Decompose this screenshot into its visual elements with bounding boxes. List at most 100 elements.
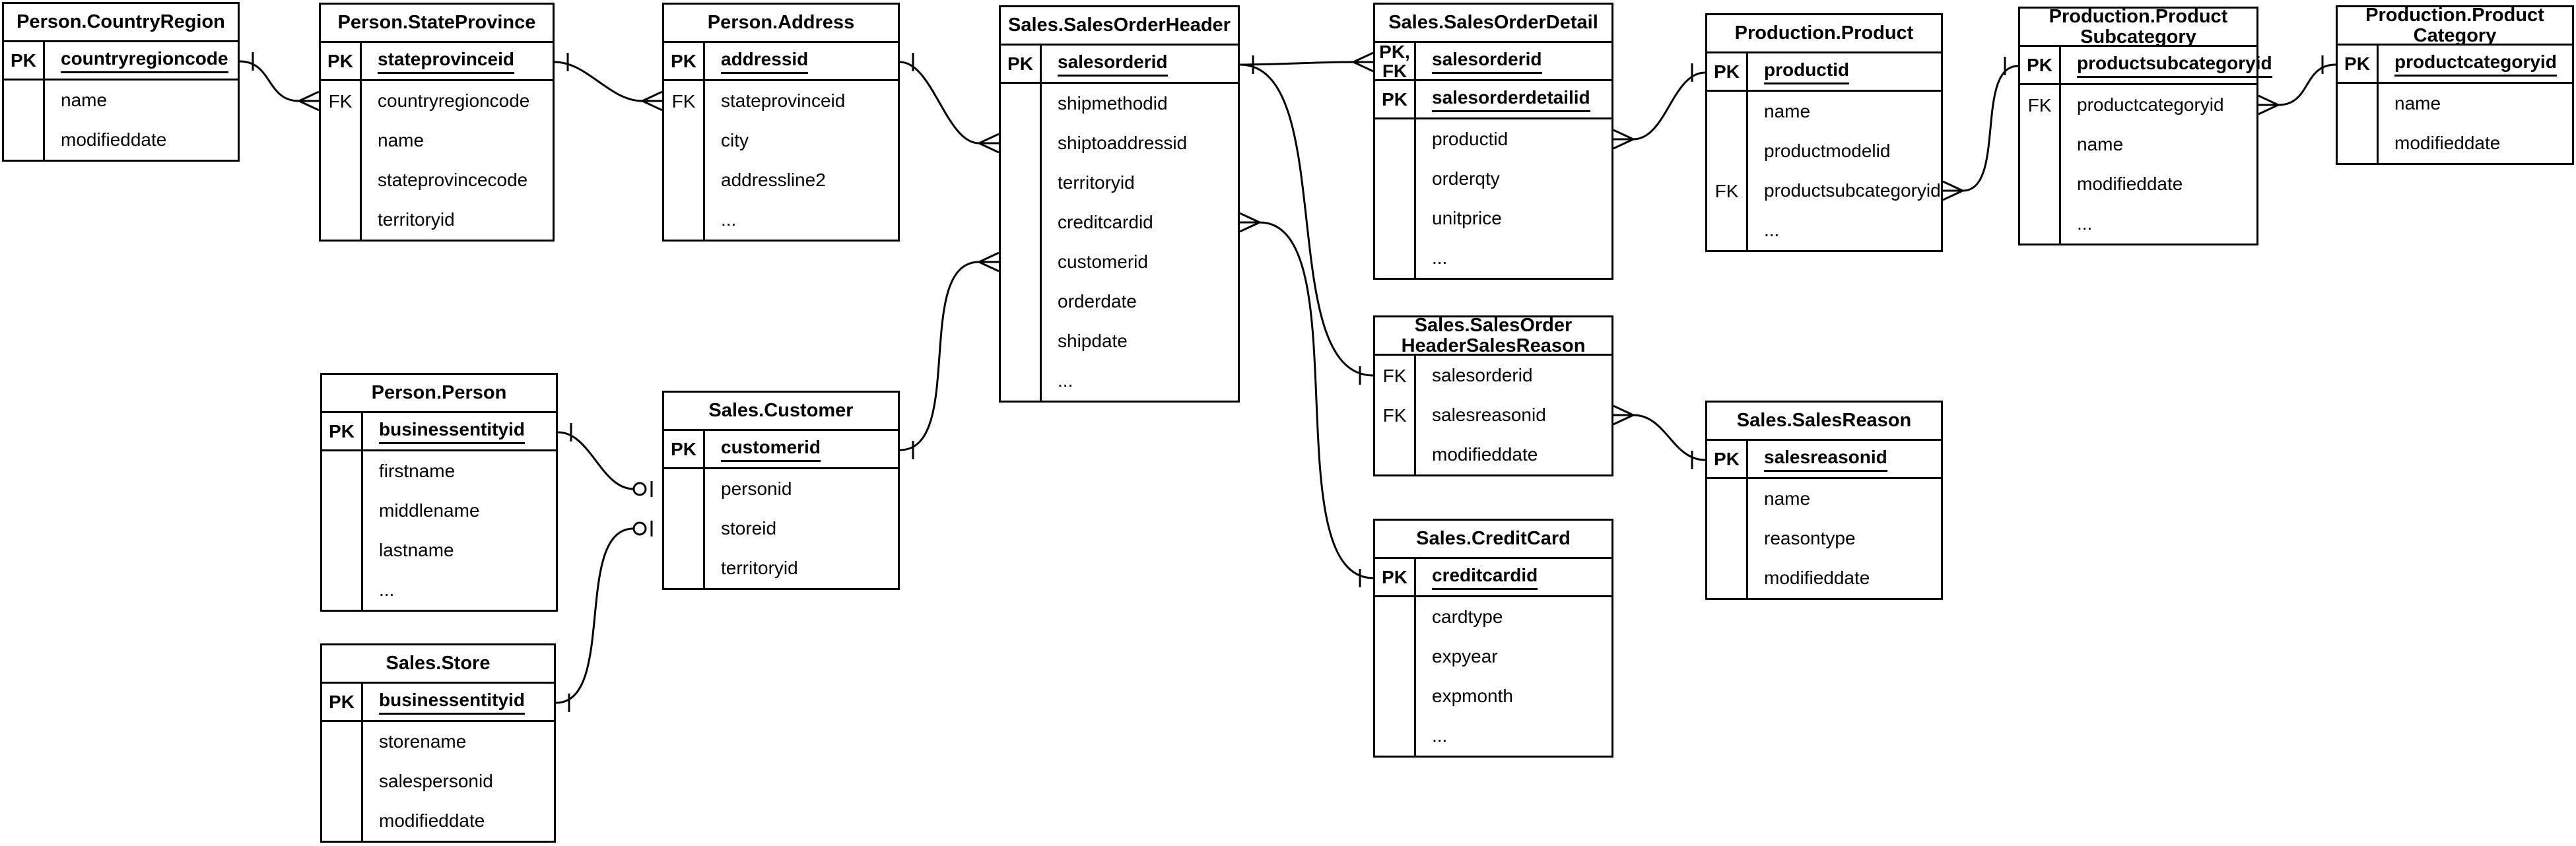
table-row: modifieddate bbox=[2338, 123, 2572, 163]
table-row: creditcardid bbox=[1001, 203, 1238, 242]
key-cell-empty bbox=[1375, 159, 1416, 199]
pk-badge: PK bbox=[1707, 441, 1748, 477]
table-row: PK salesreasonid bbox=[1707, 441, 1941, 479]
field-label: orderqty bbox=[1432, 168, 1500, 189]
field-label: modifieddate bbox=[2077, 174, 2183, 194]
field-label: storename bbox=[379, 731, 467, 752]
field-label: productmodelid bbox=[1764, 141, 1891, 161]
field-middlename: middlename bbox=[363, 491, 556, 531]
field-label: salesreasonid bbox=[1432, 405, 1546, 425]
field-name: name bbox=[2379, 84, 2572, 123]
field-firstname: firstname bbox=[363, 451, 556, 491]
field-label: salesreasonid bbox=[1764, 447, 1887, 472]
fk-badge: FK bbox=[1375, 395, 1416, 435]
key-cell-empty bbox=[1375, 119, 1416, 159]
field-label: ... bbox=[1764, 220, 1780, 240]
field-expyear: expyear bbox=[1416, 637, 1611, 676]
field-label: personid bbox=[721, 478, 792, 499]
table-title-line: Sales.CreditCard bbox=[1416, 528, 1571, 549]
field-label: modifieddate bbox=[2394, 133, 2501, 153]
field-salesorderid: salesorderid bbox=[1416, 43, 1611, 79]
field-modifieddate: modifieddate bbox=[363, 801, 554, 841]
field-city: city bbox=[705, 121, 898, 160]
table-row: shipmethodid bbox=[1001, 84, 1238, 123]
table-row: shipdate bbox=[1001, 321, 1238, 361]
field-storeid: storeid bbox=[705, 509, 898, 548]
field-productmodelid: productmodelid bbox=[1748, 131, 1941, 171]
key-cell-empty bbox=[1001, 361, 1042, 401]
relationship-sales-salesorderheader-sales-salesorderheadersalesreason bbox=[1239, 55, 1374, 385]
field-name: name bbox=[1748, 479, 1941, 519]
relationship-line bbox=[2278, 63, 2336, 106]
zero-marker bbox=[632, 482, 647, 496]
field-label: productid bbox=[1432, 129, 1508, 149]
field-productsubcategoryid: productsubcategoryid bbox=[2061, 47, 2272, 83]
key-cell-empty bbox=[1707, 131, 1748, 171]
key-cell-empty bbox=[2020, 164, 2061, 204]
field-countryregioncode: countryregioncode bbox=[45, 42, 238, 79]
field-modifieddate: modifieddate bbox=[1748, 558, 1941, 598]
key-cell-empty bbox=[1375, 716, 1416, 756]
table-row: name bbox=[321, 121, 553, 160]
field-label: creditcardid bbox=[1432, 565, 1538, 590]
field-productsubcategoryid: productsubcategoryid bbox=[1748, 171, 1941, 211]
pk-badge: PK bbox=[664, 43, 705, 79]
table-row: name bbox=[2338, 84, 2572, 123]
field-label: addressline2 bbox=[721, 170, 826, 190]
field-lastname: lastname bbox=[363, 531, 556, 570]
key-cell-empty bbox=[2020, 204, 2061, 244]
table-row: personid bbox=[664, 469, 898, 509]
table-row: ... bbox=[2020, 204, 2256, 244]
field-salespersonid: salespersonid bbox=[363, 762, 554, 801]
field-label: territoryid bbox=[1058, 172, 1135, 193]
field-label: shipdate bbox=[1058, 331, 1128, 351]
field-reasontype: reasontype bbox=[1748, 519, 1941, 558]
key-cell-empty bbox=[664, 509, 705, 548]
field-productcategoryid: productcategoryid bbox=[2379, 46, 2572, 82]
field-shipdate: shipdate bbox=[1042, 321, 1238, 361]
table-row: modifieddate bbox=[4, 120, 238, 160]
field-label: name bbox=[2394, 93, 2441, 114]
crowfoot-many-marker bbox=[298, 90, 320, 112]
field-businessentityid: businessentityid bbox=[363, 413, 556, 449]
table-row: storename bbox=[322, 722, 554, 762]
table-title-line: Production.Product bbox=[2365, 4, 2544, 26]
table-title-line: Category bbox=[2413, 24, 2497, 46]
field-label: name bbox=[378, 130, 424, 150]
field-expmonth: expmonth bbox=[1416, 676, 1611, 716]
key-cell-empty bbox=[1001, 123, 1042, 163]
field-creditcardid: creditcardid bbox=[1042, 203, 1238, 242]
key-cell-empty bbox=[664, 121, 705, 160]
field-label: productsubcategoryid bbox=[2077, 53, 2272, 78]
field-: ... bbox=[2061, 204, 2256, 244]
relationship-sales-salesreason-sales-salesorderheadersalesreason bbox=[1613, 405, 1706, 469]
crowfoot-many-marker bbox=[1613, 405, 1634, 426]
field-label: productid bbox=[1764, 59, 1850, 84]
table-row: cardtype bbox=[1375, 597, 1611, 637]
field-label: ... bbox=[1432, 725, 1448, 746]
key-cell-empty bbox=[1375, 435, 1416, 474]
table-title-line: Person.Address bbox=[707, 12, 855, 33]
field-territoryid: territoryid bbox=[1042, 163, 1238, 203]
key-cell-empty bbox=[1001, 84, 1042, 123]
pk-badge: PK bbox=[664, 431, 705, 467]
